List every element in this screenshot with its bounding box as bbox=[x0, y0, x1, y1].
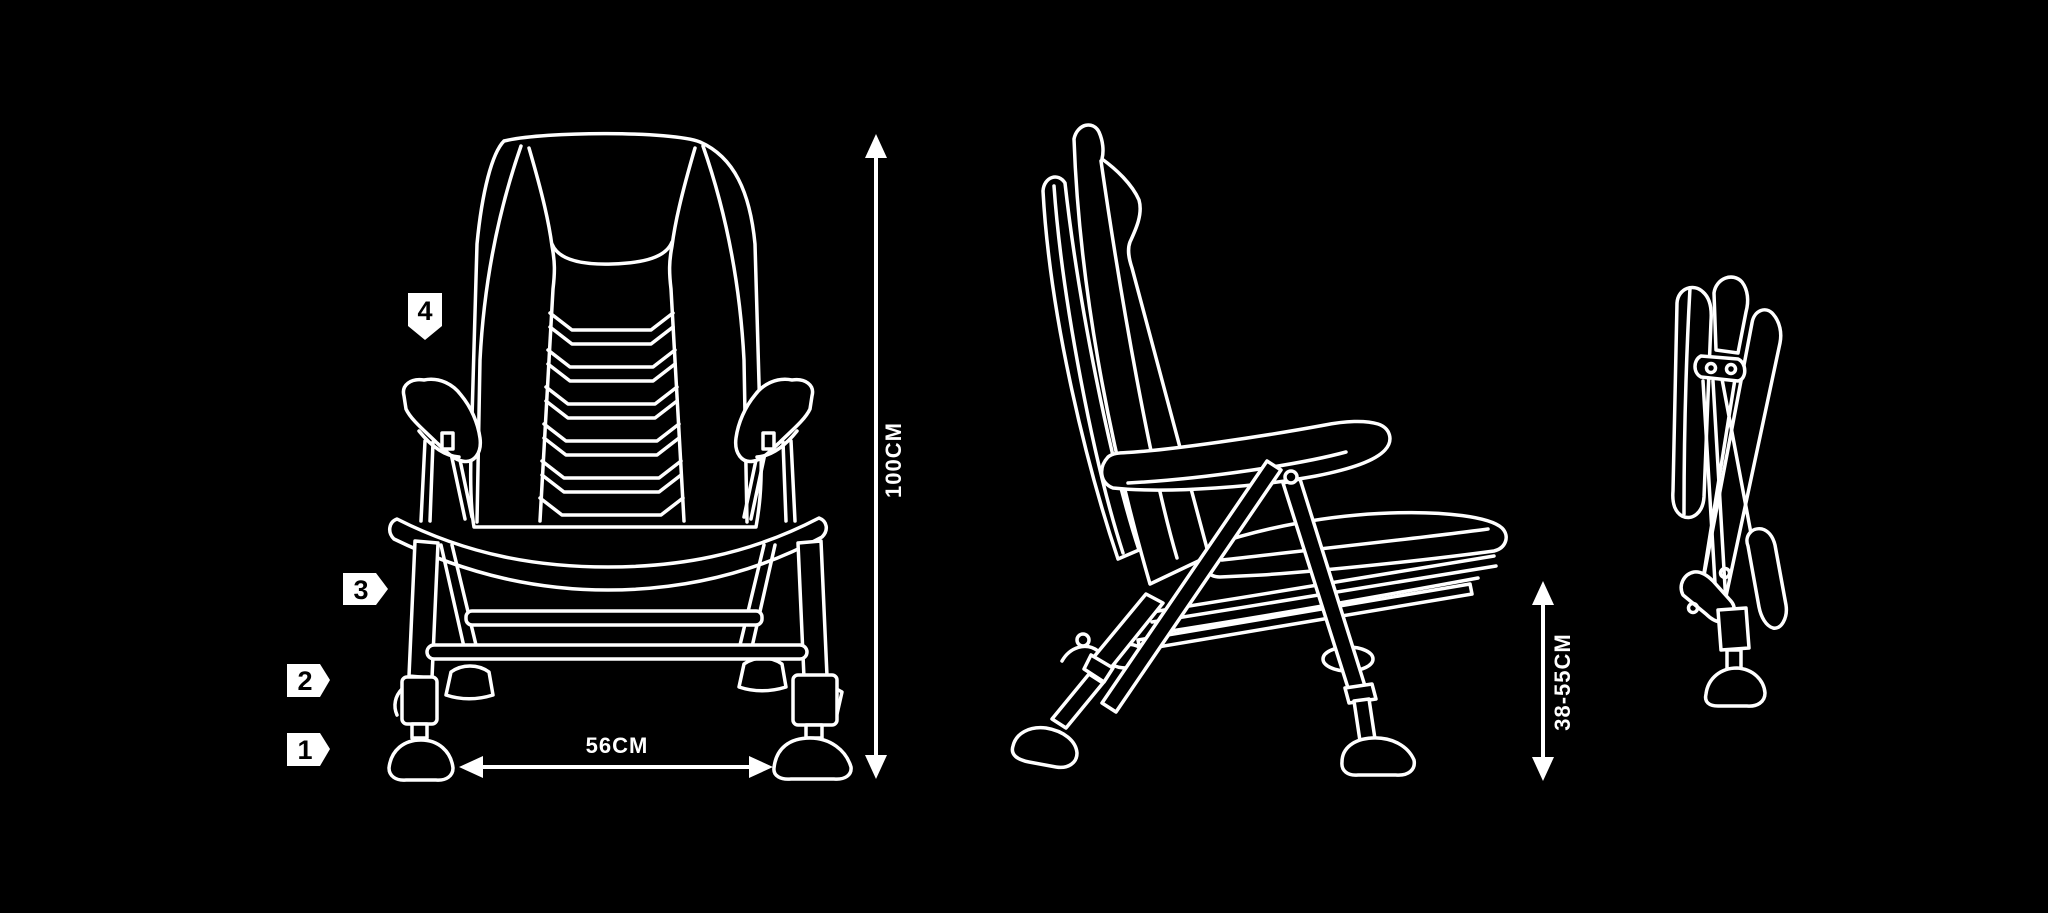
side-backrest-rear-blade bbox=[1041, 175, 1141, 561]
folded-foot-lock bbox=[1716, 606, 1751, 652]
callout-tag-right-icon bbox=[343, 573, 388, 605]
side-front-leg-lower bbox=[1352, 697, 1377, 743]
side-armrest-pivot bbox=[1283, 469, 1299, 485]
armrest-right-clamp bbox=[761, 431, 776, 451]
backrest-seam-right bbox=[701, 144, 749, 524]
height-dimension: 100CM bbox=[865, 134, 906, 779]
width-dimension: 56CM bbox=[459, 733, 773, 778]
mud-foot-right bbox=[772, 736, 853, 781]
side-rear-mud-foot bbox=[1010, 725, 1079, 770]
folded-pivot-seat bbox=[1718, 566, 1732, 580]
callout-1: 1 bbox=[287, 733, 330, 766]
backrest-stripe bbox=[540, 459, 683, 494]
callout-number: 3 bbox=[353, 575, 368, 605]
arrow-right-icon bbox=[749, 756, 773, 778]
headrest-cutout-bottom bbox=[550, 240, 674, 266]
side-armrest-pad bbox=[1100, 419, 1392, 492]
arrow-down-icon bbox=[1532, 757, 1554, 781]
mud-foot-left bbox=[387, 738, 455, 782]
inner-leg-right bbox=[738, 543, 777, 649]
callout-tag-right-icon bbox=[287, 733, 330, 766]
callout-tag-down-icon bbox=[408, 293, 442, 340]
side-seat-surface-line bbox=[1220, 527, 1490, 562]
rear-foot-left bbox=[444, 664, 495, 701]
leg-lock-right bbox=[791, 673, 839, 727]
folded-pivot-right bbox=[1724, 362, 1738, 376]
folded-back-top bbox=[1712, 275, 1750, 355]
backrest-stripe bbox=[542, 422, 681, 457]
foot-stem-left bbox=[410, 722, 429, 740]
arrow-up-icon bbox=[865, 134, 887, 158]
armrest-left-clamp bbox=[440, 431, 455, 451]
recline-hinge-bracket bbox=[1060, 644, 1100, 663]
width-dimension-label: 56CM bbox=[586, 733, 649, 758]
folded-view bbox=[1671, 275, 1789, 708]
armrest-left-curl bbox=[417, 429, 461, 459]
backrest-stripe bbox=[546, 348, 677, 383]
front-crossbar bbox=[425, 643, 809, 661]
armrest-left-struts bbox=[419, 439, 474, 523]
recline-hinge-pivot bbox=[1075, 632, 1091, 648]
arrow-left-icon bbox=[459, 756, 483, 778]
callouts: 4 3 2 1 bbox=[287, 293, 442, 766]
callout-number: 1 bbox=[297, 735, 312, 765]
side-front-mud-foot bbox=[1340, 736, 1417, 777]
callout-3: 3 bbox=[343, 573, 388, 605]
callout-number: 4 bbox=[417, 296, 432, 326]
armrest-left-pad bbox=[401, 377, 483, 464]
folded-legs bbox=[1698, 377, 1758, 606]
armrest-right-curl bbox=[755, 429, 799, 459]
height-dimension-label: 100CM bbox=[881, 422, 906, 498]
dimensions: 100CM 56CM 38-55CM bbox=[459, 134, 1575, 781]
side-backrest-main-blade-line bbox=[1099, 159, 1179, 560]
arrow-down-icon bbox=[865, 755, 887, 779]
folded-pivot-low bbox=[1686, 601, 1700, 615]
side-diagonal-brace bbox=[1100, 459, 1283, 714]
arrow-up-icon bbox=[1532, 581, 1554, 605]
backrest-stripe bbox=[544, 385, 679, 420]
foot-stem-right bbox=[804, 723, 824, 740]
armrest-right-pad bbox=[733, 377, 815, 464]
front-view bbox=[387, 131, 853, 782]
callout-tag-right-icon bbox=[287, 664, 330, 697]
side-rear-leg-lower bbox=[1050, 672, 1105, 730]
side-armrest-underline bbox=[1126, 450, 1348, 485]
inner-leg-left bbox=[439, 543, 478, 649]
backrest-seam-left bbox=[475, 144, 523, 524]
seat-front bbox=[388, 516, 828, 592]
armrest-right-struts bbox=[742, 439, 797, 523]
folded-mud-foot bbox=[1703, 666, 1767, 708]
folded-left-blade-line bbox=[1682, 286, 1692, 516]
leg-lock-left bbox=[400, 675, 439, 726]
side-backrest-main-blade bbox=[1072, 123, 1211, 586]
seat-height-dimension-label: 38-55CM bbox=[1550, 633, 1575, 730]
rear-crossbar bbox=[464, 609, 764, 627]
folded-lower-right-blade bbox=[1745, 527, 1789, 630]
callout-2: 2 bbox=[287, 664, 330, 697]
callout-4: 4 bbox=[408, 293, 442, 340]
side-view bbox=[1010, 123, 1508, 777]
folded-pivot-left bbox=[1704, 361, 1718, 375]
backrest-stripe bbox=[538, 496, 685, 517]
side-backrest-rear-blade-line bbox=[1052, 184, 1125, 555]
rear-foot-right bbox=[737, 656, 788, 693]
folded-left-blade bbox=[1671, 285, 1713, 520]
callout-number: 2 bbox=[297, 666, 312, 696]
backrest-stripe bbox=[548, 311, 675, 346]
seat-height-dimension: 38-55CM bbox=[1532, 581, 1575, 781]
folded-bracket bbox=[1693, 354, 1747, 383]
